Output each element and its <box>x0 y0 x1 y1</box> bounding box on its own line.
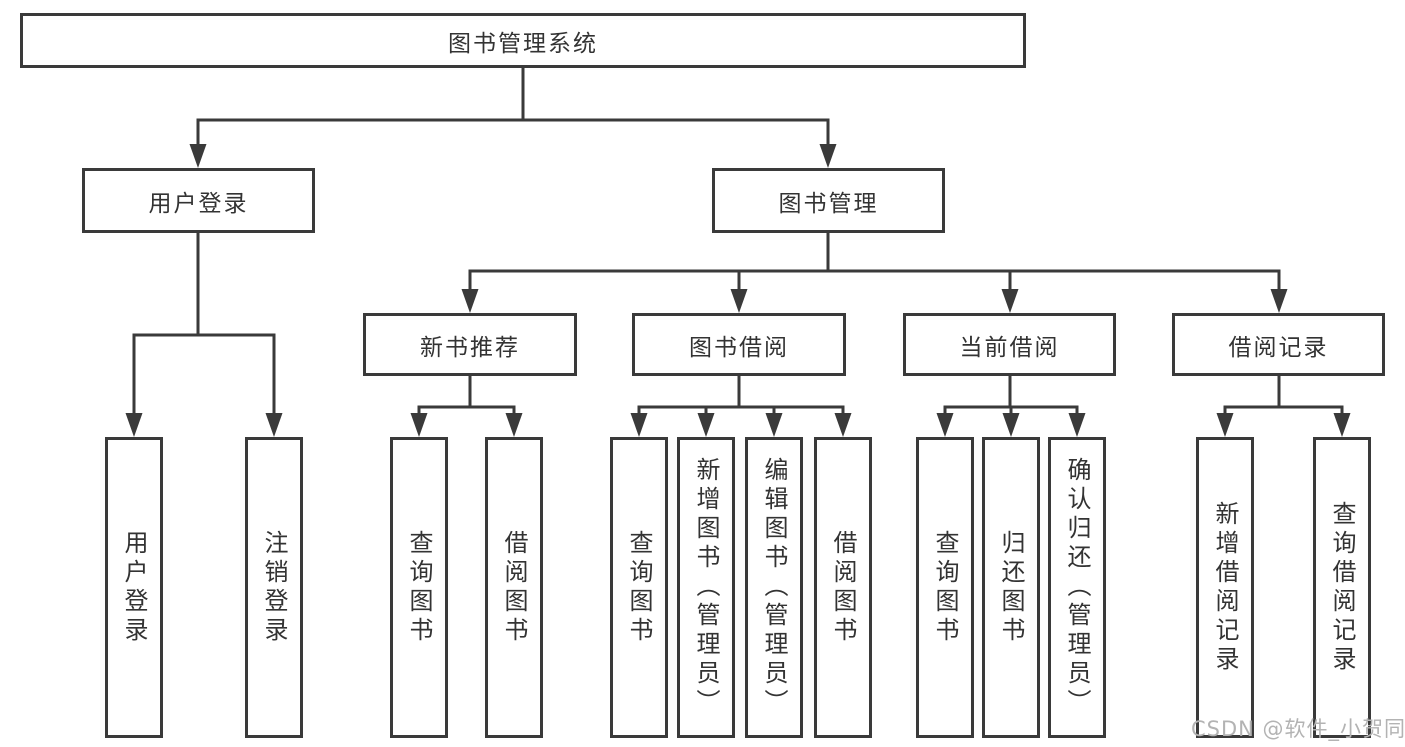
leaf-nbr-borrow-book: 借阅图书 <box>485 437 543 738</box>
arrowhead <box>936 413 954 437</box>
arrowhead <box>834 413 852 437</box>
leaf-bb-query-book: 查询图书 <box>610 437 668 738</box>
leaf-br-add-record: 新增借阅记录 <box>1196 437 1254 738</box>
node-new-book-recommend: 新书推荐 <box>363 313 577 376</box>
leaf-cb-confirm-return-admin: 确认归还（管理员） <box>1048 437 1106 738</box>
connector-user-login-to-leaves <box>125 231 283 437</box>
node-borrow-records: 借阅记录 <box>1172 313 1385 376</box>
connector-new-book-recommend-to-leaves <box>410 374 523 437</box>
node-book-borrow: 图书借阅 <box>632 313 846 376</box>
arrowhead <box>265 413 283 437</box>
arrowhead <box>1001 289 1019 313</box>
arrowhead <box>1333 413 1351 437</box>
node-book-management: 图书管理 <box>712 168 945 233</box>
arrowhead <box>697 413 715 437</box>
leaf-nbr-query-book: 查询图书 <box>390 437 448 738</box>
node-current-borrow: 当前借阅 <box>903 313 1116 376</box>
arrowhead <box>410 413 428 437</box>
arrowhead <box>1002 413 1020 437</box>
leaf-cb-return-book: 归还图书 <box>982 437 1040 738</box>
leaf-bb-borrow-book: 借阅图书 <box>814 437 872 738</box>
connector-borrow-records-to-leaves <box>1216 374 1351 437</box>
leaf-user-login: 用户登录 <box>105 437 163 738</box>
leaf-bb-edit-book-admin: 编辑图书（管理员） <box>745 437 803 738</box>
leaf-cb-query-book: 查询图书 <box>916 437 974 738</box>
arrowhead <box>819 144 837 168</box>
node-user-login: 用户登录 <box>82 168 315 233</box>
arrowhead <box>730 289 748 313</box>
leaf-logout: 注销登录 <box>245 437 303 738</box>
arrowhead <box>461 289 479 313</box>
arrowhead <box>1216 413 1234 437</box>
arrowhead <box>189 144 207 168</box>
leaf-br-query-record: 查询借阅记录 <box>1313 437 1371 738</box>
connector-book-management-to-level3 <box>461 231 1288 313</box>
arrowhead <box>505 413 523 437</box>
node-root-library-management-system: 图书管理系统 <box>20 13 1026 68</box>
arrowhead <box>125 413 143 437</box>
arrowhead <box>1270 289 1288 313</box>
arrowhead <box>1068 413 1086 437</box>
connector-root-to-level2 <box>189 66 837 168</box>
csdn-watermark: CSDN @软件_小贺同学 <box>1191 717 1405 741</box>
arrowhead <box>765 413 783 437</box>
arrowhead <box>630 413 648 437</box>
leaf-bb-add-book-admin: 新增图书（管理员） <box>677 437 735 738</box>
connector-book-borrow-to-leaves <box>630 374 852 437</box>
connector-current-borrow-to-leaves <box>936 374 1086 437</box>
